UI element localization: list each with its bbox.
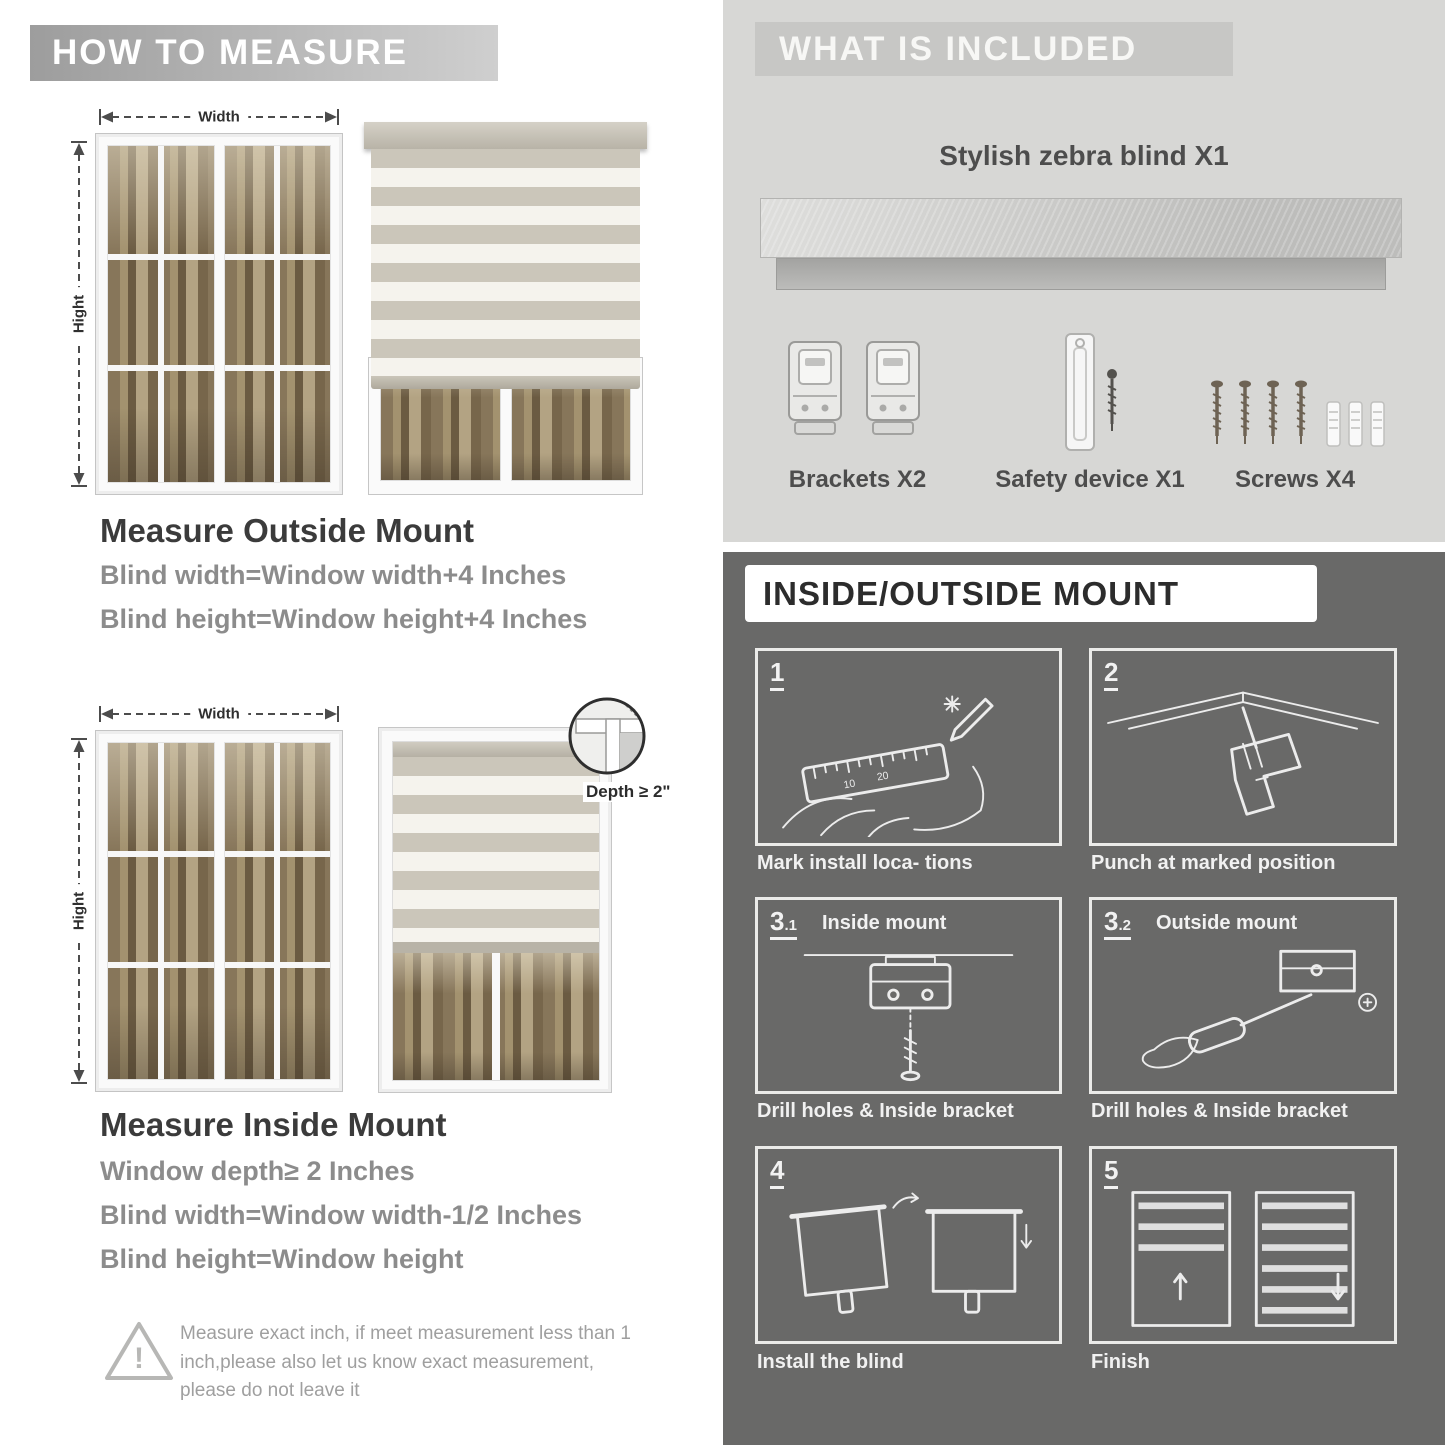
step-3-2-title: Outside mount — [1156, 912, 1298, 934]
inside-mount-line-1: Window depth≥ 2 Inches — [100, 1156, 415, 1186]
width-label-outside: Width — [190, 108, 248, 126]
mount-instructions-panel — [723, 552, 1445, 1445]
mount-header: INSIDE/OUTSIDE MOUNT — [745, 565, 1317, 622]
zebra-shade — [371, 149, 640, 376]
width-arrow-icon — [99, 706, 339, 722]
window-glass — [393, 953, 599, 1080]
zebra-shade — [393, 757, 599, 942]
outside-mount-title: Measure Outside Mount — [100, 512, 475, 549]
step-3-1-number: 3.1 — [770, 908, 797, 940]
brackets-label: Brackets X2 — [788, 466, 927, 493]
what-is-included-title: WHAT IS INCLUDED — [779, 30, 1138, 68]
step-3-1-caption: Drill holes & Inside bracket — [757, 1100, 1014, 1122]
install-blind-illustration — [789, 1192, 1032, 1314]
outside-mount-illustration — [1141, 949, 1378, 1069]
width-arrow-icon — [99, 109, 339, 125]
blind-illustration-inside-mount — [378, 727, 612, 1093]
step-3-2-caption: Drill holes & Inside bracket — [1091, 1100, 1348, 1122]
drill-position-illustration — [1107, 691, 1379, 816]
step-4-cell: 4 — [755, 1146, 1062, 1344]
zebra-blind-headrail-illustration — [760, 198, 1402, 258]
width-arrow-inside: Width — [98, 705, 340, 723]
blind-illustration-outside-mount — [364, 122, 647, 495]
safety-device-illustration — [1048, 330, 1132, 467]
step-1-cell: 1 10 20 — [755, 648, 1062, 846]
screws-icon — [1211, 380, 1385, 447]
brackets-illustration — [783, 338, 925, 438]
window-leaf — [107, 145, 215, 483]
height-label-inside: Hight — [70, 883, 88, 939]
outside-mount-line-2: Blind height=Window height+4 Inches — [100, 604, 588, 634]
bracket-icon — [866, 341, 920, 435]
width-arrow-outside: Width — [98, 108, 340, 126]
mount-header-title: INSIDE/OUTSIDE MOUNT — [763, 575, 1180, 612]
depth-detail-circle — [566, 695, 648, 777]
outside-mount-line-1: Blind width=Window width+4 Inches — [100, 560, 567, 590]
window-illustration-inside — [95, 730, 343, 1092]
window-leaf — [107, 742, 215, 1080]
svg-text:20: 20 — [876, 771, 890, 784]
finish-illustration — [1131, 1191, 1355, 1327]
svg-text:!: ! — [134, 1342, 144, 1375]
step-3-2-number: 3.2 — [1104, 908, 1131, 940]
step-1-number: 1 — [770, 659, 785, 691]
inside-mount-illustration — [803, 954, 1014, 1082]
window-corner-depth-icon — [568, 697, 646, 775]
step-5-cell: 5 — [1089, 1146, 1397, 1344]
how-to-measure-header: HOW TO MEASURE — [30, 25, 498, 81]
warning-triangle-icon: ! — [103, 1318, 175, 1384]
window-leaf — [223, 145, 331, 483]
step-5-number: 5 — [1104, 1157, 1119, 1189]
height-arrow-outside: Hight — [70, 140, 88, 488]
step-3-2-cell: 3.2 Outside mount — [1089, 897, 1397, 1094]
window-leaf — [223, 742, 331, 1080]
safety-device-label: Safety device X1 — [995, 466, 1185, 493]
safety-device-icon — [1065, 333, 1117, 451]
step-2-caption: Punch at marked position — [1091, 852, 1336, 874]
inside-mount-title: Measure Inside Mount — [100, 1106, 447, 1143]
step-1-caption: Mark install loca- tions — [757, 852, 973, 874]
blind-bottom-rail — [393, 942, 599, 953]
screws-illustration — [1205, 372, 1395, 465]
blind-valance — [364, 122, 647, 149]
step-2-number: 2 — [1104, 659, 1119, 691]
height-arrow-inside: Hight — [70, 737, 88, 1085]
height-label-outside: Hight — [70, 286, 88, 342]
step-5-caption: Finish — [1091, 1351, 1150, 1373]
inside-mount-line-3: Blind height=Window height — [100, 1244, 464, 1274]
width-label-inside: Width — [190, 705, 248, 723]
zebra-blind-item-label: Stylish zebra blind X1 — [939, 140, 1229, 171]
what-is-included-header: WHAT IS INCLUDED — [755, 22, 1233, 76]
mark-locations-illustration: 10 20 — [782, 695, 994, 837]
inside-mount-line-2: Blind width=Window width-1/2 Inches — [100, 1200, 583, 1230]
svg-text:10: 10 — [843, 778, 857, 791]
step-4-number: 4 — [770, 1157, 785, 1189]
step-3-1-title: Inside mount — [822, 912, 947, 934]
warning-text: Measure exact inch, if meet measurement … — [180, 1323, 631, 1401]
step-3-1-cell: 3.1 Inside mount — [755, 897, 1062, 1094]
bracket-icon — [788, 341, 842, 435]
step-2-cell: 2 — [1089, 648, 1397, 846]
blind-bottom-rail — [371, 376, 640, 389]
depth-label: Depth ≥ 2" — [583, 782, 674, 802]
how-to-measure-title: HOW TO MEASURE — [52, 33, 408, 72]
step-4-caption: Install the blind — [757, 1351, 904, 1373]
zebra-blind-rail-illustration — [776, 258, 1386, 290]
screws-label: Screws X4 — [1234, 466, 1356, 493]
window-illustration-outside — [95, 133, 343, 495]
blind-headrail — [393, 742, 599, 757]
